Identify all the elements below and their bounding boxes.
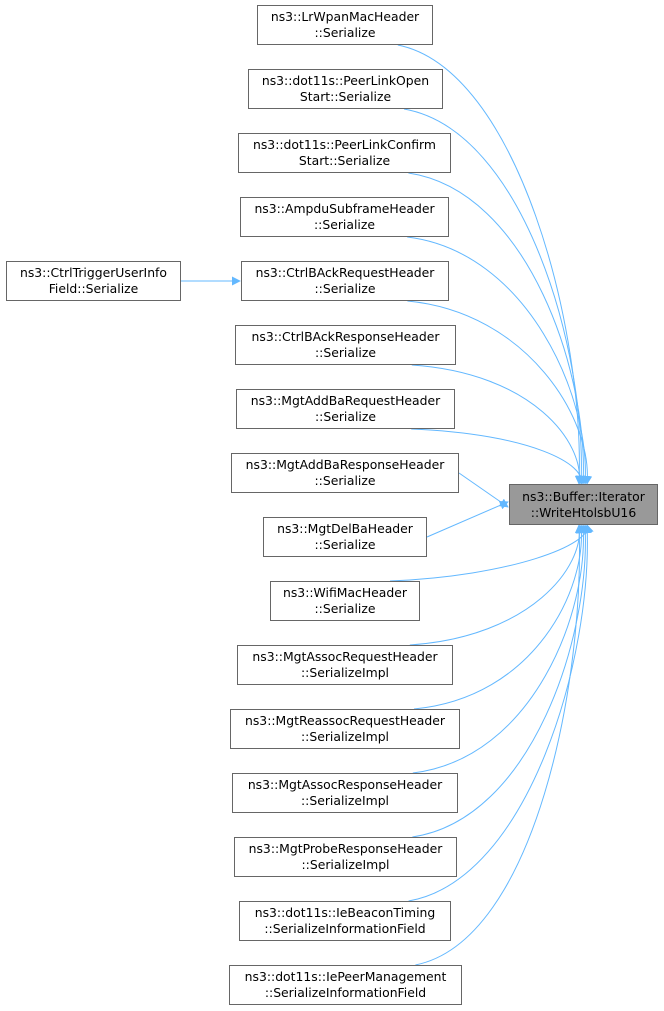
caller-node-wifi-mac-header-serialize[interactable]: ns3::WifiMacHeader ::Serialize [270, 581, 420, 621]
target-line2: ::WriteHtolsbU16 [530, 504, 637, 520]
caller-line2: ::Serialize [314, 25, 376, 40]
caller-line2: Start::Serialize [299, 89, 392, 104]
call-edge [412, 524, 589, 774]
caller-node-mgt-reassoc-request-header-serializeimpl[interactable]: ns3::MgtReassocRequestHeader ::Serialize… [230, 709, 460, 749]
caller-line2: Start::Serialize [298, 153, 391, 168]
caller-line2: ::Serialize [314, 537, 376, 552]
caller-line2: ::SerializeInformationField [264, 921, 426, 936]
call-edge [409, 524, 585, 646]
caller-line2: ::Serialize [315, 345, 376, 360]
caller-node-ctrl-back-request-header-serialize[interactable]: ns3::CtrlBAckRequestHeader ::Serialize [241, 261, 449, 301]
caller-line1: ns3::LrWpanMacHeader [270, 9, 420, 24]
caller-line1: ns3::dot11s::PeerLinkOpen [261, 73, 430, 88]
caller-node-mgt-addba-response-header-serialize[interactable]: ns3::MgtAddBaResponseHeader ::Serialize [231, 453, 459, 493]
call-edge [411, 364, 585, 485]
call-edge [407, 300, 593, 485]
caller-line2: ::SerializeImpl [300, 793, 389, 808]
caller-line2: ::Serialize [314, 601, 376, 616]
caller-line1: ns3::MgtProbeResponseHeader [248, 841, 443, 856]
caller-line1: ns3::CtrlTriggerUserInfo [19, 265, 167, 280]
caller-node-mgt-delba-header-serialize[interactable]: ns3::MgtDelBaHeader ::Serialize [263, 517, 427, 557]
call-edge [413, 524, 587, 710]
caller-node-mgt-probe-response-header-serializeimpl[interactable]: ns3::MgtProbeResponseHeader ::SerializeI… [234, 837, 457, 877]
caller-line1: ns3::dot11s::PeerLinkConfirm [253, 137, 436, 152]
caller-line1: ns3::MgtAddBaRequestHeader [250, 393, 441, 408]
caller-line1: ns3::WifiMacHeader [283, 585, 407, 600]
caller-line2: ::Serialize [314, 217, 375, 232]
caller-line1: ns3::MgtAssocResponseHeader [247, 777, 443, 792]
call-edge [458, 472, 509, 508]
caller-node-ctrl-back-response-header-serialize[interactable]: ns3::CtrlBAckResponseHeader ::Serialize [235, 325, 456, 365]
call-edge [408, 524, 592, 902]
caller-node-ie-peer-management-serializeinformationfield[interactable]: ns3::dot11s::IePeerManagement ::Serializ… [229, 965, 462, 1005]
caller-line2: ::Serialize [315, 409, 376, 424]
caller-line2: Field::Serialize [48, 281, 139, 296]
caller-node-ampdu-subframe-header-serialize[interactable]: ns3::AmpduSubframeHeader ::Serialize [240, 197, 449, 237]
caller-node-lrwpan-mac-header-serialize[interactable]: ns3::LrWpanMacHeader ::Serialize [257, 5, 433, 45]
caller-line1: ns3::dot11s::IeBeaconTiming [254, 905, 436, 920]
caller-line1: ns3::MgtDelBaHeader [277, 521, 413, 536]
caller-line1: ns3::CtrlBAckRequestHeader [255, 265, 435, 280]
caller-node-mgt-assoc-request-header-serializeimpl[interactable]: ns3::MgtAssocRequestHeader ::SerializeIm… [237, 645, 453, 685]
caller-node-ie-beacon-timing-serializeinformationfield[interactable]: ns3::dot11s::IeBeaconTiming ::SerializeI… [239, 901, 451, 941]
caller-line2: ::SerializeImpl [300, 729, 389, 744]
caller-node-mgt-addba-request-header-serialize[interactable]: ns3::MgtAddBaRequestHeader ::Serialize [236, 389, 455, 429]
target-function-node[interactable]: ns3::Buffer::Iterator ::WriteHtolsbU16 [509, 484, 658, 525]
caller-line1: ns3::CtrlBAckResponseHeader [251, 329, 440, 344]
caller-line1: ns3::AmpduSubframeHeader [254, 201, 435, 216]
caller-line2: ::Serialize [314, 473, 376, 488]
call-edge [412, 524, 590, 838]
caller-line2: ::SerializeImpl [300, 665, 389, 680]
target-line1: ns3::Buffer::Iterator [522, 488, 645, 504]
caller-line1: ns3::dot11s::IePeerManagement [244, 969, 447, 984]
caller-line1: ns3::MgtReassocRequestHeader [245, 713, 445, 728]
call-edge [403, 108, 586, 485]
caller-node-peerlinkconfirm-serialize[interactable]: ns3::dot11s::PeerLinkConfirm Start::Seri… [238, 133, 451, 173]
caller-node-ctrl-trigger-user-info-field-serialize[interactable]: ns3::CtrlTriggerUserInfo Field::Serializ… [6, 261, 181, 301]
caller-line1: ns3::MgtAssocRequestHeader [252, 649, 438, 664]
call-edge [426, 500, 509, 538]
call-edge [411, 428, 588, 485]
call-edge [415, 524, 584, 966]
caller-node-mgt-assoc-response-header-serializeimpl[interactable]: ns3::MgtAssocResponseHeader ::SerializeI… [232, 773, 458, 813]
caller-line2: ::SerializeImpl [301, 857, 390, 872]
caller-line2: ::Serialize [314, 281, 376, 296]
caller-line2: ::SerializeInformationField [264, 985, 427, 1000]
caller-line1: ns3::MgtAddBaResponseHeader [245, 457, 445, 472]
caller-node-peerlinkopen-serialize[interactable]: ns3::dot11s::PeerLinkOpen Start::Seriali… [248, 69, 443, 109]
